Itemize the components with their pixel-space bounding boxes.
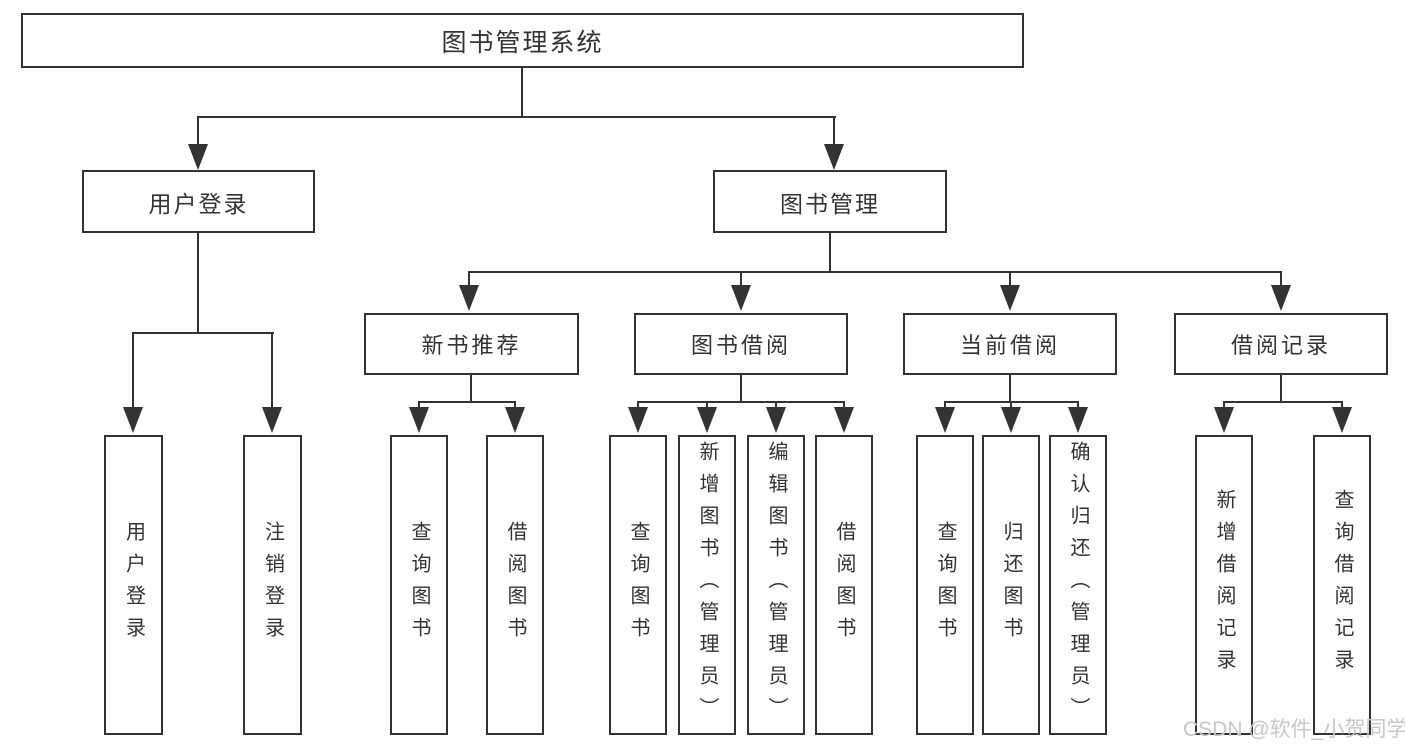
- node-label: 借阅图书: [504, 521, 526, 649]
- node-label: 图书管理系统: [441, 28, 604, 57]
- connector-line: [843, 401, 845, 408]
- node-library-management-system: 图书管理系统: [21, 13, 1024, 68]
- node-label: 查询图书: [627, 521, 649, 649]
- node-book-management: 图书管理: [713, 170, 947, 233]
- node-current-borrowing: 当前借阅: [903, 313, 1117, 375]
- arrow-down-icon: [628, 407, 648, 433]
- connector-line: [1077, 401, 1079, 408]
- connector-line: [1341, 401, 1343, 408]
- arrow-down-icon: [731, 285, 751, 311]
- arrow-down-icon: [935, 407, 955, 433]
- arrow-down-icon: [123, 407, 143, 433]
- connector-line: [197, 233, 199, 334]
- connector-line: [829, 233, 831, 273]
- leaf-query-borrow-record: 查询借阅记录: [1313, 435, 1371, 735]
- arrow-down-icon: [1000, 285, 1020, 311]
- node-label: 确认归还（管理员）: [1067, 441, 1089, 729]
- arrow-down-icon: [409, 407, 429, 433]
- node-label: 查询借阅记录: [1331, 489, 1353, 681]
- node-user-login: 用户登录: [82, 170, 315, 233]
- arrow-down-icon: [1214, 407, 1234, 433]
- connector-line: [1009, 271, 1011, 287]
- arrow-down-icon: [505, 407, 525, 433]
- arrow-down-icon: [188, 144, 208, 170]
- node-new-book-recommend: 新书推荐: [364, 313, 579, 375]
- arrow-down-icon: [1068, 407, 1088, 433]
- leaf-query-books-borrowing: 查询图书: [609, 435, 667, 735]
- connector-line: [470, 375, 472, 403]
- connector-line: [833, 116, 835, 146]
- node-label: 新书推荐: [421, 333, 522, 358]
- connector-line: [740, 271, 742, 287]
- node-borrow-records: 借阅记录: [1174, 313, 1388, 375]
- connector-line: [775, 401, 777, 408]
- node-label: 借阅记录: [1230, 333, 1331, 358]
- connector-line: [1280, 375, 1282, 403]
- connector-line: [197, 116, 199, 146]
- csdn-watermark: CSDN @软件_小贺同学: [1183, 718, 1405, 741]
- leaf-return-books: 归还图书: [982, 435, 1040, 735]
- connector-line: [514, 401, 516, 408]
- node-label: 图书管理: [780, 190, 880, 217]
- node-label: 注销登录: [261, 521, 284, 649]
- node-label: 编辑图书（管理员）: [765, 441, 787, 729]
- node-label: 归还图书: [1000, 521, 1022, 649]
- node-label: 新增图书（管理员）: [696, 441, 718, 729]
- arrow-down-icon: [1001, 407, 1021, 433]
- leaf-user-login: 用户登录: [104, 435, 163, 735]
- arrow-down-icon: [766, 407, 786, 433]
- connector-line: [637, 401, 639, 408]
- node-book-borrowing: 图书借阅: [634, 313, 848, 375]
- connector-line: [1009, 375, 1011, 403]
- connector-line: [271, 332, 273, 408]
- node-label: 查询图书: [408, 521, 430, 649]
- connector-line: [637, 401, 845, 403]
- leaf-edit-book-admin: 编辑图书（管理员）: [747, 435, 805, 735]
- connector-line: [521, 68, 523, 118]
- leaf-logout: 注销登录: [243, 435, 302, 735]
- arrow-down-icon: [1332, 407, 1352, 433]
- arrow-down-icon: [1271, 285, 1291, 311]
- connector-line: [132, 332, 274, 334]
- arrow-down-icon: [459, 285, 479, 311]
- arrow-down-icon: [697, 407, 717, 433]
- connector-line: [418, 401, 420, 408]
- connector-line: [1010, 401, 1012, 408]
- connector-line: [740, 375, 742, 403]
- leaf-add-borrow-record: 新增借阅记录: [1195, 435, 1253, 735]
- node-label: 当前借阅: [959, 333, 1060, 358]
- arrow-down-icon: [262, 407, 282, 433]
- connector-line: [1280, 271, 1282, 287]
- arrow-down-icon: [834, 407, 854, 433]
- connector-line: [944, 401, 946, 408]
- leaf-query-books-recommend: 查询图书: [390, 435, 448, 735]
- node-label: 图书借阅: [690, 333, 791, 358]
- connector-line: [1223, 401, 1225, 408]
- node-label: 借阅图书: [833, 521, 855, 649]
- connector-line: [197, 116, 836, 118]
- node-label: 查询图书: [934, 521, 956, 649]
- connector-line: [418, 401, 516, 403]
- connector-line: [468, 271, 1282, 273]
- node-label: 用户登录: [122, 521, 145, 649]
- node-label: 用户登录: [148, 190, 249, 217]
- connector-line: [706, 401, 708, 408]
- connector-line: [468, 271, 470, 287]
- leaf-add-book-admin: 新增图书（管理员）: [678, 435, 736, 735]
- leaf-query-books-current: 查询图书: [916, 435, 974, 735]
- leaf-confirm-return-admin: 确认归还（管理员）: [1049, 435, 1107, 735]
- node-label: 新增借阅记录: [1213, 489, 1235, 681]
- leaf-borrow-books-recommend: 借阅图书: [486, 435, 544, 735]
- arrow-down-icon: [824, 144, 844, 170]
- connector-line: [1223, 401, 1343, 403]
- leaf-borrow-books-borrowing: 借阅图书: [815, 435, 873, 735]
- connector-line: [132, 332, 134, 408]
